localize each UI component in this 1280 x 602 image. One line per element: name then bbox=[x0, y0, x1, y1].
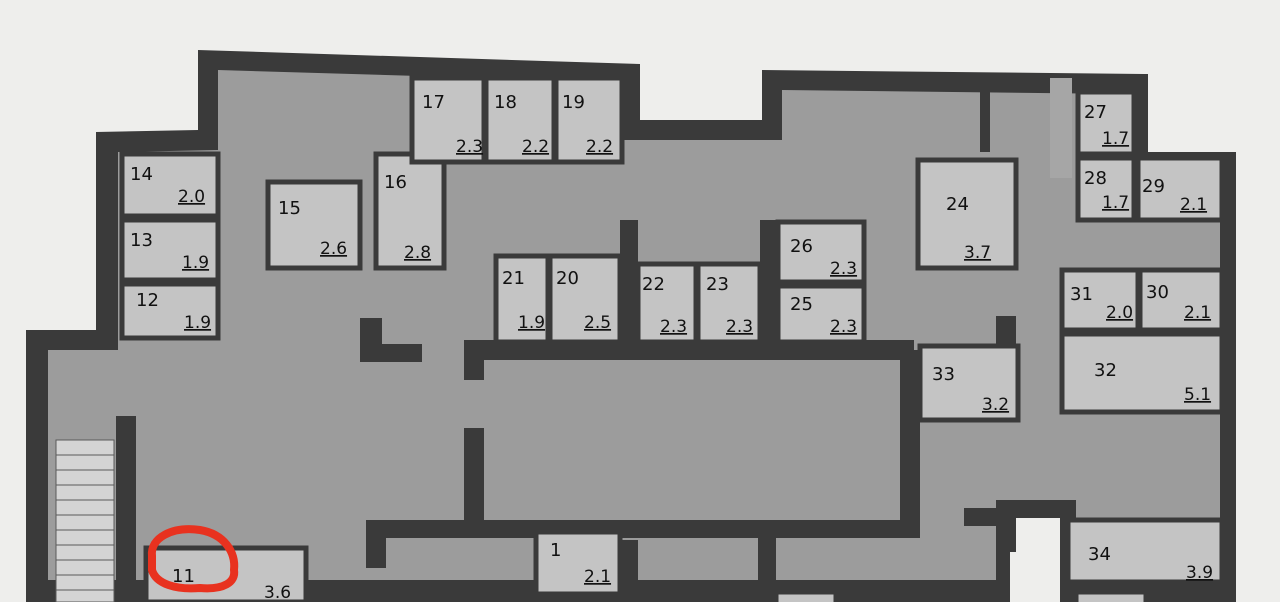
room-34-area: 3.9 bbox=[1186, 563, 1213, 583]
room-29 bbox=[1135, 155, 1225, 223]
room-21-area: 1.9 bbox=[518, 313, 545, 333]
room-25-area: 2.3 bbox=[830, 317, 857, 337]
room-28 bbox=[1075, 155, 1137, 223]
room-32-number: 32 bbox=[1094, 360, 1117, 381]
room-21-number: 21 bbox=[502, 268, 525, 289]
room-18-area: 2.2 bbox=[522, 137, 549, 157]
room-22-number: 22 bbox=[642, 274, 665, 295]
room-34 bbox=[1065, 517, 1225, 585]
red-circle-marker bbox=[147, 525, 239, 593]
room-13-number: 13 bbox=[130, 230, 153, 251]
room-17-number: 17 bbox=[422, 92, 445, 113]
room-30-area: 2.1 bbox=[1184, 303, 1211, 323]
room-14 bbox=[119, 151, 221, 219]
room-27-number: 27 bbox=[1084, 102, 1107, 123]
room-13 bbox=[119, 217, 221, 283]
room-20-area: 2.5 bbox=[584, 313, 611, 333]
room-23 bbox=[695, 261, 763, 345]
room-31-number: 31 bbox=[1070, 284, 1093, 305]
room-20 bbox=[547, 253, 623, 345]
room-33 bbox=[917, 343, 1021, 423]
room-partial-b bbox=[1073, 589, 1149, 602]
room-18-number: 18 bbox=[494, 92, 517, 113]
room-15-area: 2.6 bbox=[320, 239, 347, 259]
room-23-area: 2.3 bbox=[726, 317, 753, 337]
staircase bbox=[55, 439, 115, 602]
rooms bbox=[119, 75, 1225, 602]
room-17-area: 2.3 bbox=[456, 137, 483, 157]
room-19 bbox=[553, 75, 625, 165]
room-23-number: 23 bbox=[706, 274, 729, 295]
room-12-number: 12 bbox=[136, 290, 159, 311]
room-1-number: 1 bbox=[550, 540, 561, 561]
room-26 bbox=[775, 219, 867, 285]
room-27-area: 1.7 bbox=[1102, 129, 1129, 149]
room-14-area: 2.0 bbox=[178, 187, 205, 207]
room-32-area: 5.1 bbox=[1184, 385, 1211, 405]
room-16-area: 2.8 bbox=[404, 243, 431, 263]
room-24 bbox=[915, 157, 1019, 271]
room-11-number: 11 bbox=[172, 566, 195, 587]
room-32 bbox=[1059, 331, 1225, 415]
room-27 bbox=[1075, 89, 1137, 157]
room-25-number: 25 bbox=[790, 294, 813, 315]
room-26-number: 26 bbox=[790, 236, 813, 257]
room-26-area: 2.3 bbox=[830, 259, 857, 279]
room-30 bbox=[1137, 267, 1225, 333]
room-34-number: 34 bbox=[1088, 544, 1111, 565]
room-33-area: 3.2 bbox=[982, 395, 1009, 415]
room-19-number: 19 bbox=[562, 92, 585, 113]
room-partial-a bbox=[773, 589, 839, 602]
room-16-number: 16 bbox=[384, 172, 407, 193]
room-31-area: 2.0 bbox=[1106, 303, 1133, 323]
room-17 bbox=[409, 75, 487, 165]
room-29-number: 29 bbox=[1142, 176, 1165, 197]
room-1-area: 2.1 bbox=[584, 567, 611, 587]
room-24-area: 3.7 bbox=[964, 243, 991, 263]
room-11-area: 3.6 bbox=[264, 583, 291, 602]
room-1 bbox=[533, 529, 623, 597]
room-29-area: 2.1 bbox=[1180, 195, 1207, 215]
room-30-number: 30 bbox=[1146, 282, 1169, 303]
room-13-area: 1.9 bbox=[182, 253, 209, 273]
room-12-area: 1.9 bbox=[184, 313, 211, 333]
room-22-area: 2.3 bbox=[660, 317, 687, 337]
room-20-number: 20 bbox=[556, 268, 579, 289]
room-12 bbox=[119, 281, 221, 341]
room-16 bbox=[373, 151, 447, 271]
room-18 bbox=[483, 75, 557, 165]
room-labels: 14 2.0 13 1.9 12 1.9 15 2.6 16 2.8 17 2.… bbox=[130, 92, 1213, 602]
room-28-number: 28 bbox=[1084, 168, 1107, 189]
room-24-number: 24 bbox=[946, 194, 969, 215]
room-15-number: 15 bbox=[278, 198, 301, 219]
room-14-number-text: 14 bbox=[130, 164, 153, 185]
room-15 bbox=[265, 179, 363, 271]
room-19-area: 2.2 bbox=[586, 137, 613, 157]
room-28-area: 1.7 bbox=[1102, 193, 1129, 213]
room-25 bbox=[775, 283, 867, 345]
room-33-number: 33 bbox=[932, 364, 955, 385]
